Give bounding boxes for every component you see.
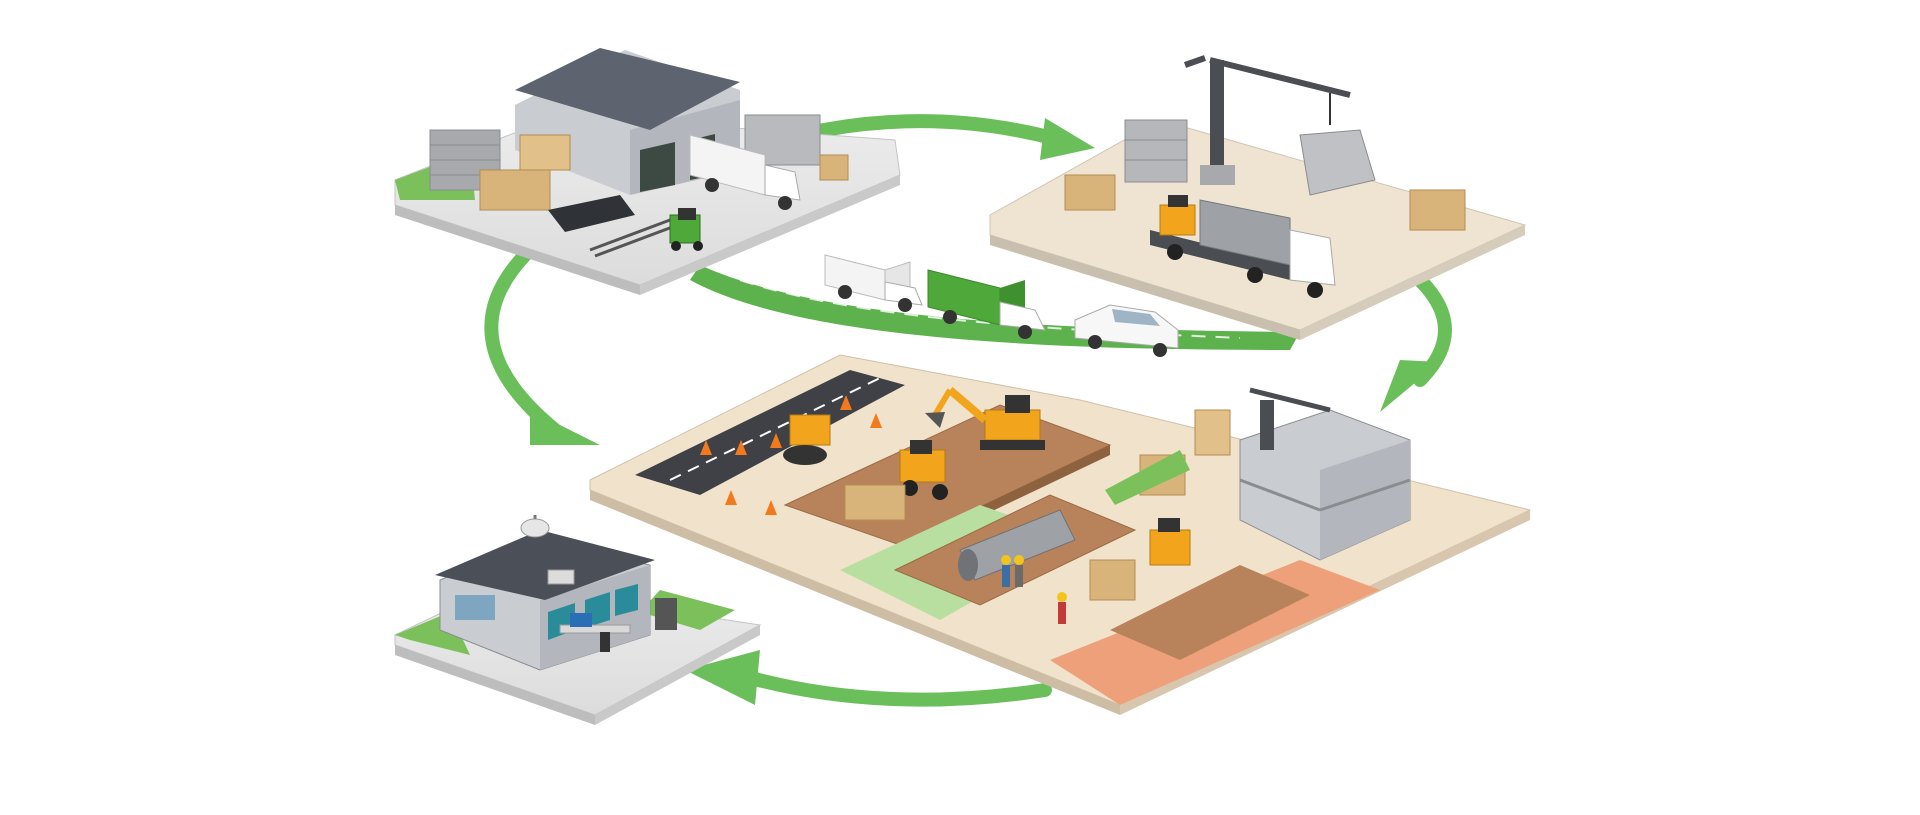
excavator — [925, 386, 1045, 450]
flatbed-truck — [1150, 199, 1336, 298]
connecting-road — [690, 254, 1300, 357]
office-roof — [435, 530, 655, 600]
building-under-construction — [1239, 387, 1411, 561]
stage-control-office — [394, 515, 762, 725]
crate-stack — [479, 134, 849, 211]
flow-arrowhead-left — [530, 410, 600, 445]
box-truck-white — [824, 254, 923, 312]
stage-warehouse — [394, 48, 901, 295]
forklift-yellow — [1159, 195, 1196, 236]
concrete-pipe — [958, 509, 1076, 581]
stage-staging-yard — [989, 55, 1527, 340]
pickup-truck-white — [1074, 304, 1179, 357]
stage-construction-site — [589, 354, 1532, 715]
rooftop-unit — [547, 569, 575, 585]
dirt-mound — [1110, 565, 1310, 660]
road-roller — [783, 414, 831, 465]
warehouse-roof — [515, 48, 740, 130]
lumber-pile — [844, 484, 906, 521]
flow-arrowhead-bottom — [685, 650, 760, 705]
flow-arrowhead-top — [1040, 118, 1095, 160]
box-truck-green — [927, 269, 1046, 339]
warehouse-building — [515, 48, 740, 195]
traffic-cones — [700, 395, 882, 515]
flow-arrows — [484, 114, 1452, 707]
satellite-dish — [520, 515, 550, 538]
server-cabinet — [655, 598, 677, 630]
workstation-desk — [559, 613, 631, 652]
pipe-bundle — [548, 195, 676, 258]
office-building — [435, 530, 655, 671]
site-forklift — [1149, 518, 1191, 566]
flow-arrow-warehouse-to-site — [484, 248, 562, 437]
tower-crane — [1184, 55, 1376, 196]
flow-arrow-site-to-office — [733, 668, 1052, 707]
flow-arrowhead-right — [1380, 360, 1440, 412]
delivery-truck-white — [689, 134, 801, 210]
flow-arrow-warehouse-to-staging — [793, 114, 1067, 147]
loader — [899, 440, 948, 500]
forklift-green — [669, 208, 703, 251]
